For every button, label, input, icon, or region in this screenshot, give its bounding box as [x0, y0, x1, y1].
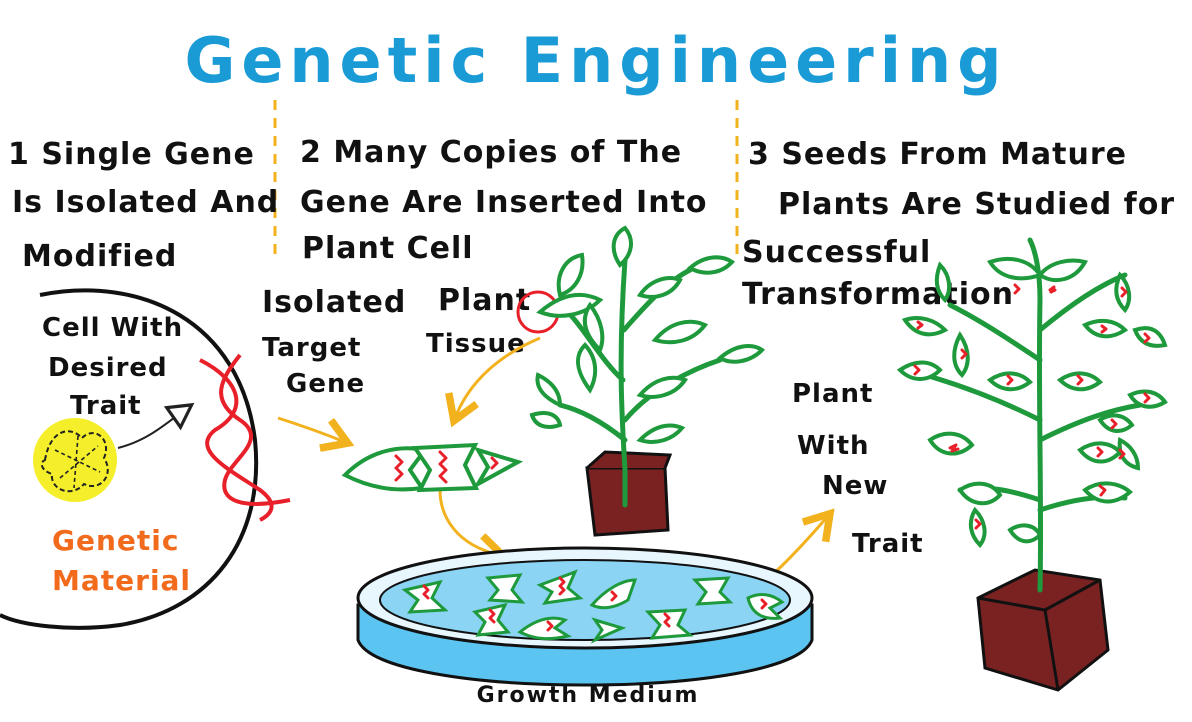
dish-tissue-pieces: [401, 569, 785, 644]
svg-text:Material: Material: [52, 564, 191, 597]
gene-to-tissue-arrow: [277, 416, 345, 442]
svg-text:Gene: Gene: [286, 369, 365, 399]
cell-with-desired-trait-label: Cell With Desired Trait: [42, 313, 183, 421]
growth-medium-label: Growth Medium: [477, 683, 700, 708]
svg-text:Cell With: Cell With: [42, 313, 183, 343]
svg-text:Plant Cell: Plant Cell: [302, 231, 474, 266]
diagram-title: Genetic Engineering: [184, 24, 1007, 97]
step-2-heading: 2 Many Copies of The Gene Are Inserted I…: [300, 135, 708, 266]
transformed-plant-pot: [976, 568, 1110, 692]
svg-text:Trait: Trait: [852, 529, 924, 559]
svg-text:Successful: Successful: [742, 235, 931, 270]
extraction-arrow: [117, 402, 195, 449]
isolated-target-gene-label: Isolated Target Gene: [262, 285, 406, 399]
plant-with-new-trait-label: Plant With New Trait: [792, 379, 924, 559]
svg-text:Desired: Desired: [48, 353, 168, 383]
cell-outline: [0, 288, 259, 630]
dna-helix: [199, 353, 291, 522]
svg-text:With: With: [797, 431, 870, 461]
svg-text:Transformation: Transformation: [742, 277, 1014, 312]
step-3-heading: 3 Seeds From Mature Plants Are Studied f…: [742, 137, 1175, 312]
genetic-material-label: Genetic Material: [52, 524, 191, 597]
plant-tissue-label: Plant Tissue: [426, 283, 531, 359]
svg-text:Plant: Plant: [438, 283, 531, 318]
svg-text:Target: Target: [262, 333, 361, 363]
step-1-heading: 1 Single Gene Is Isolated And Modified: [8, 137, 279, 274]
svg-text:Isolated: Isolated: [262, 285, 406, 320]
svg-text:Modified: Modified: [22, 239, 177, 274]
chromosome-cluster: [40, 430, 109, 493]
tissue-to-dish-arrow: [438, 489, 500, 555]
petri-dish: [356, 546, 814, 687]
svg-text:Genetic: Genetic: [52, 524, 179, 557]
svg-text:2 Many Copies of The: 2 Many Copies of The: [300, 135, 682, 170]
svg-text:Gene Are Inserted Into: Gene Are Inserted Into: [300, 185, 708, 220]
svg-text:Plant: Plant: [792, 379, 873, 409]
transformed-plant: [896, 237, 1168, 692]
tissue-pieces: [341, 442, 524, 493]
svg-text:New: New: [822, 471, 888, 501]
svg-text:Trait: Trait: [70, 391, 142, 421]
svg-text:Is Isolated And: Is Isolated And: [12, 185, 279, 220]
tissue-sample-arrow: [455, 336, 541, 418]
svg-text:Plants Are Studied for: Plants Are Studied for: [778, 187, 1175, 222]
middle-plant: [529, 225, 766, 537]
svg-text:3 Seeds From Mature: 3 Seeds From Mature: [748, 137, 1127, 172]
svg-text:1 Single Gene: 1 Single Gene: [8, 137, 255, 172]
